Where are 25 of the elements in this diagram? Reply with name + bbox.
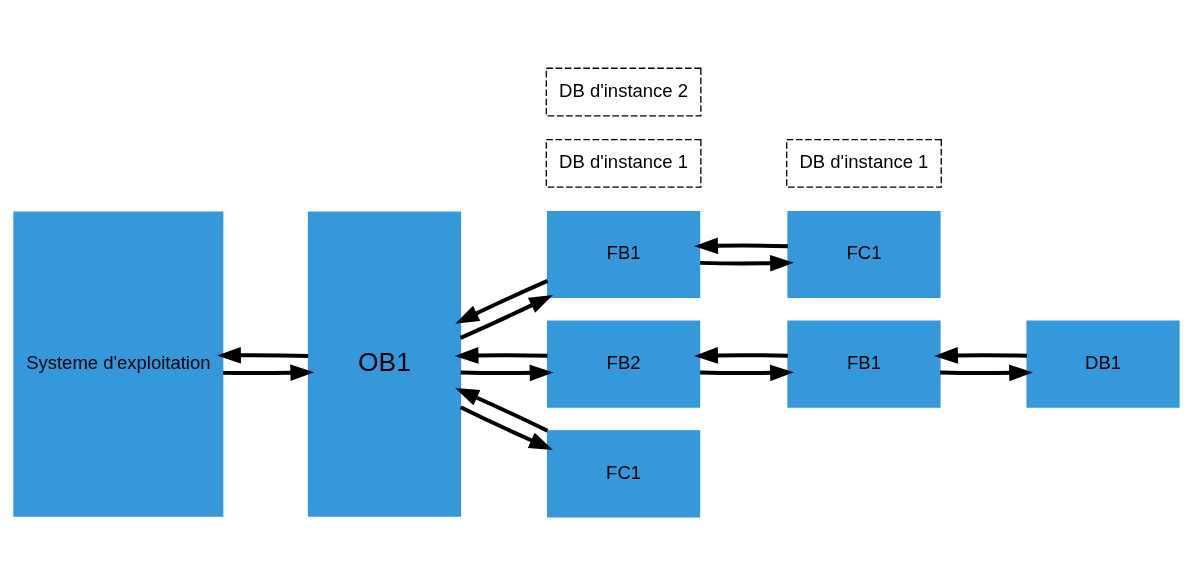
- arrow: [940, 364, 1033, 382]
- arrow: [455, 388, 549, 433]
- arrow: [694, 347, 788, 364]
- arrow: [459, 405, 553, 450]
- node-box: FB1: [546, 210, 701, 299]
- arrow: [459, 294, 553, 340]
- node-box: FB2: [546, 320, 701, 408]
- arrow: [700, 364, 794, 382]
- node-box: DB d'instance 1: [545, 138, 702, 188]
- arrow: [454, 347, 548, 364]
- arrow: [460, 364, 554, 382]
- arrow: [700, 254, 794, 272]
- node-box: DB d'instance 1: [786, 138, 942, 188]
- node-box: DB1: [1026, 320, 1180, 408]
- node-box: DB d'instance 2: [545, 67, 702, 117]
- arrow: [934, 347, 1028, 364]
- arrow: [455, 279, 549, 324]
- node-box: FC1: [546, 430, 701, 518]
- node-box: Systeme d'exploitation: [13, 211, 224, 517]
- node-box: FB1: [787, 320, 941, 408]
- arrow: [694, 237, 788, 255]
- arrow: [217, 346, 309, 364]
- arrow: [223, 364, 315, 382]
- node-box: FC1: [787, 210, 941, 299]
- node-box: OB1: [307, 211, 462, 517]
